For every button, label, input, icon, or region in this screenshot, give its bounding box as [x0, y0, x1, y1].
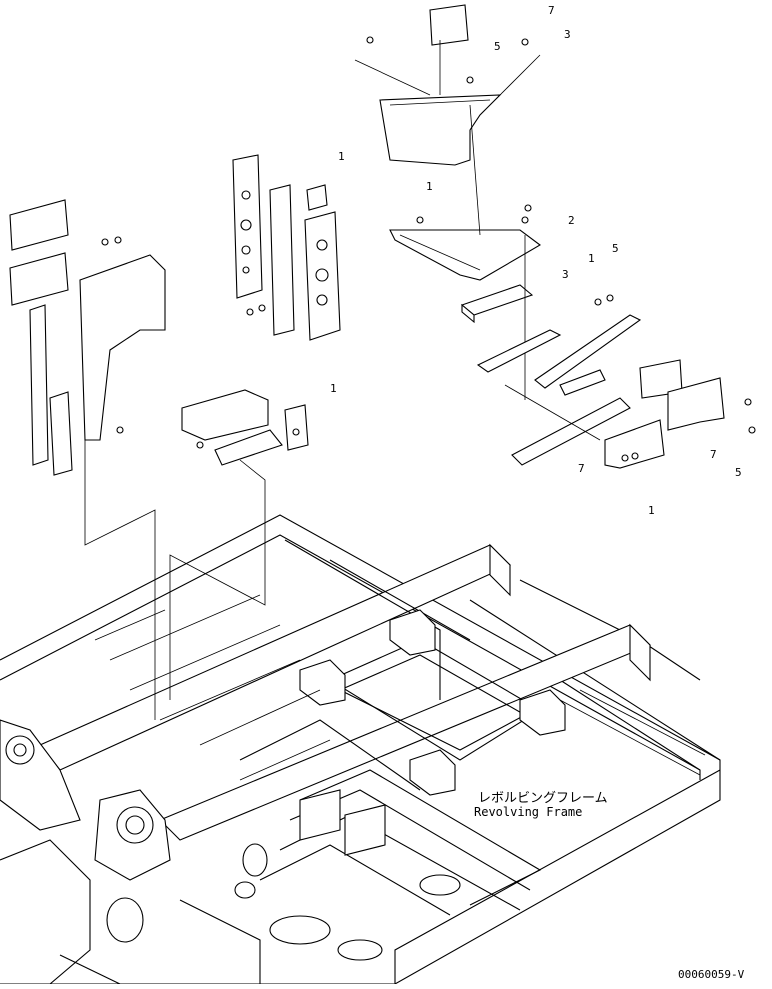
callout-3-top: 3	[564, 28, 571, 41]
side-cover-right	[667, 377, 725, 431]
callout-1-mid: 1	[338, 150, 345, 163]
side-cover-left	[79, 254, 166, 441]
callout-7-lower: 7	[578, 462, 585, 475]
top-cover-assembly	[354, 4, 541, 400]
center-blocks	[169, 389, 309, 700]
callout-1-center: 1	[330, 382, 337, 395]
caption-japanese: レボルビングフレーム	[478, 791, 608, 806]
cover-bracket-top	[379, 94, 502, 166]
callout-5-right: 5	[612, 242, 619, 255]
callout-2-upper: 2	[568, 214, 575, 227]
caption-english: Revolving Frame	[474, 805, 582, 819]
callout-7-top: 7	[548, 4, 555, 17]
callout-1-upper: 1	[426, 180, 433, 193]
mounting-plate	[389, 229, 541, 281]
rubber-block	[460, 284, 534, 316]
callout-5-far-right: 5	[735, 466, 742, 479]
left-plates-group	[9, 199, 166, 720]
pad-top	[429, 4, 469, 46]
drawing-code: 00060059-V	[678, 968, 745, 981]
callout-labels: 7 3 5 1 2 1 3 5 7 5 1 1 1 7	[330, 4, 742, 517]
callout-1-lower-right: 1	[648, 504, 655, 517]
right-parts-group	[476, 294, 756, 469]
vertical-plates-group	[232, 154, 341, 341]
callout-3-right: 3	[562, 268, 569, 281]
callout-5-top: 5	[494, 40, 501, 53]
revolving-frame	[0, 514, 721, 985]
callout-7-right: 7	[710, 448, 717, 461]
callout-1-right: 1	[588, 252, 595, 265]
bracket-right	[604, 419, 665, 469]
